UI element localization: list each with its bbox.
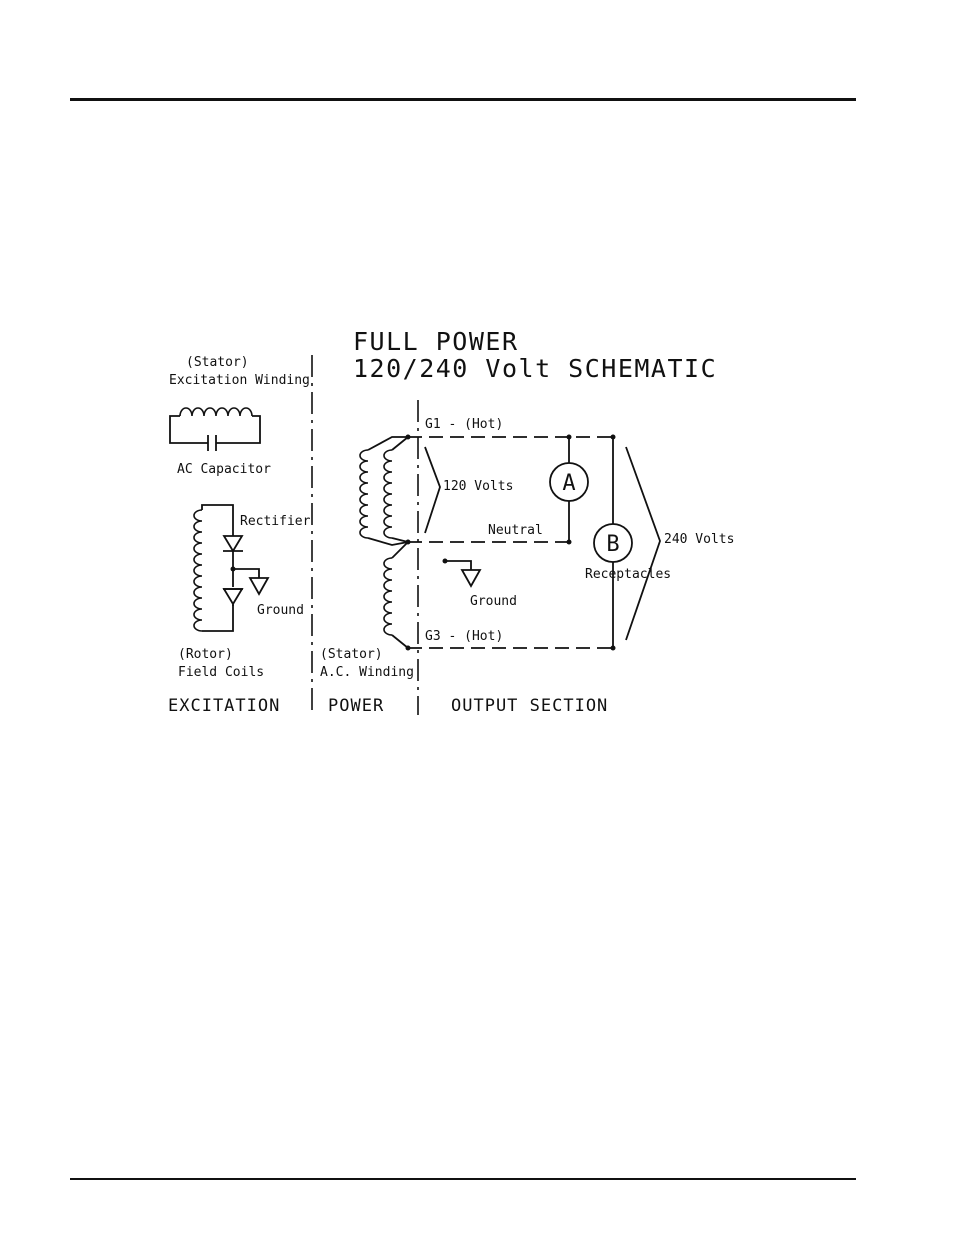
- neutral-label: Neutral: [488, 523, 543, 538]
- stator-ac-winding-upper: [360, 437, 408, 545]
- field-coils-label: Field Coils: [178, 665, 264, 680]
- output-ground-label: Ground: [470, 594, 517, 609]
- volts-120-bracket: [425, 447, 440, 533]
- section-excitation-label: EXCITATION: [168, 696, 280, 716]
- power-stator-label: (Stator): [320, 647, 383, 662]
- receptacles-label: Receptacles: [585, 567, 671, 582]
- meter-b-label: B: [606, 532, 619, 557]
- rectifier-label: Rectifier: [240, 514, 311, 529]
- excitation-stator-label: (Stator): [186, 355, 249, 370]
- schematic-title-line1: FULL POWER: [353, 327, 519, 356]
- excitation-ground-icon: [250, 578, 268, 594]
- rectifier-diodes: [223, 530, 259, 606]
- volts-240-label: 240 Volts: [664, 532, 734, 547]
- meter-a: A: [550, 463, 588, 501]
- rotor-label: (Rotor): [178, 647, 233, 662]
- output-ground-icon: [443, 559, 481, 587]
- meter-b: B: [594, 524, 632, 562]
- rotor-field-coils: [194, 505, 233, 631]
- excitation-ground-label: Ground: [257, 603, 304, 618]
- section-power-label: POWER: [328, 696, 384, 716]
- ac-capacitor-label: AC Capacitor: [177, 462, 271, 477]
- g1-hot-label: G1 - (Hot): [425, 417, 503, 432]
- section-output-label: OUTPUT SECTION: [451, 696, 608, 716]
- ac-capacitor-symbol: [208, 435, 216, 451]
- volts-120-label: 120 Volts: [443, 479, 513, 494]
- meter-a-label: A: [562, 471, 575, 496]
- ac-winding-label: A.C. Winding: [320, 665, 414, 680]
- excitation-winding-coil: [170, 408, 260, 443]
- schematic-title-line2: 120/240 Volt SCHEMATIC: [353, 354, 717, 383]
- g3-hot-label: G3 - (Hot): [425, 629, 503, 644]
- stator-ac-winding-lower: [384, 542, 408, 648]
- excitation-winding-label: Excitation Winding: [169, 373, 310, 388]
